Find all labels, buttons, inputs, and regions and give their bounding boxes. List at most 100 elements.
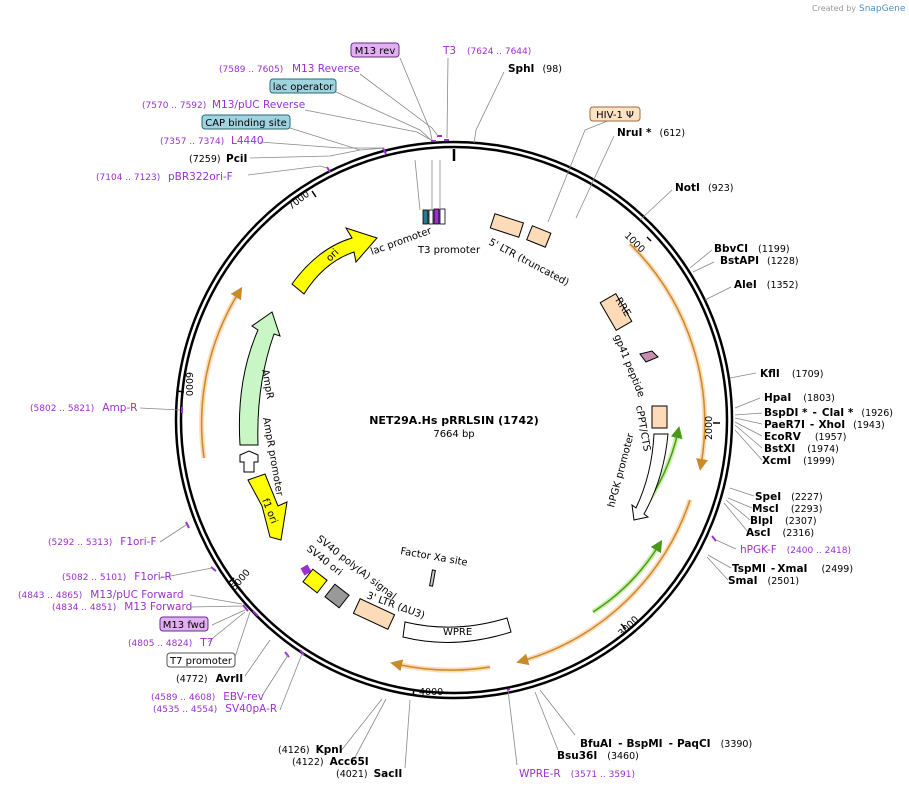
primer-f1ori-r[interactable]: (5082 .. 5101)F1ori-R [62,571,172,583]
m13-rev-text: M13 rev [355,46,396,57]
snapgene-logo: SnapGene [859,4,906,14]
primer-l4440[interactable]: L4440 [231,135,264,147]
enzyme-xcmi[interactable]: XcmI(1999) [762,455,835,467]
primer-m13-reverse[interactable]: M13 Reverse [292,63,360,75]
primer-hpgk-f[interactable]: hPGK-F(2400 .. 2418) [740,544,851,556]
enzyme-kpni[interactable]: (4126)KpnI [278,744,343,756]
enzyme-nrui[interactable]: NruI *(612) [617,127,685,139]
orf-arc-2-fill [521,499,693,664]
lac-operator-text: lac operator [273,82,334,93]
backbone-outer [174,140,734,700]
plasmid-name: NET29A.Hs pRRLSIN (1742) [369,414,539,427]
primer-m13puc-reverse[interactable]: M13/pUC Reverse [212,99,305,111]
m13-fwd-box[interactable]: M13 fwd [159,616,209,632]
hpgk-promoter-label: hPGK promoter [606,431,637,508]
primer-ebv-rev[interactable]: (4589 .. 4608)EBV-rev [151,691,264,703]
enzyme-asci[interactable]: AscI(2316) [746,527,814,539]
hiv-psi-feature[interactable] [526,225,552,248]
credit-text: Created by [812,4,856,13]
backbone-inner [179,145,729,695]
t3-promoter-label: T3 promoter [417,245,481,256]
hpgk-promoter-feature[interactable] [631,433,669,521]
primer-t7[interactable]: (4805 .. 4824)T7 [128,637,213,649]
t7-promoter-box[interactable]: T7 promoter [166,652,236,668]
ltr3-feature[interactable] [352,598,396,630]
orf-arc-4-fill [199,290,242,459]
primer-pbr322ori-f[interactable]: pBR322ori-F [168,171,233,183]
tick-2000: 2000 [704,416,715,440]
lac-promoter-block[interactable] [428,209,434,225]
enzyme-bsu36i[interactable]: Bsu36I(3460) [557,750,639,762]
ltr5-label: 5' LTR (truncated) [487,237,571,289]
primer-m13-reverse-pos: (7589 .. 7605) [219,65,283,75]
enzyme-alei[interactable]: AleI(1352) [734,279,798,291]
primer-l4440-pos: (7357 .. 7374) [160,137,224,147]
ltr5-feature[interactable] [489,213,525,238]
primer-t3-pos: (7624 .. 7644) [467,47,531,57]
cap-binding-box[interactable]: CAP binding site [201,114,291,130]
wpre-label: WPRE [443,627,472,638]
primer-amp-r[interactable]: (5802 .. 5821)Amp-R [30,402,137,414]
sv40-ori-feature[interactable] [302,568,328,594]
enzyme-ecorv[interactable]: EcoRV(1957) [764,431,846,443]
enzyme-blpi[interactable]: BlpI(2307) [750,515,817,527]
cap-binding-text: CAP binding site [205,118,287,129]
f1-ori-feature[interactable] [247,473,288,541]
enzyme-kfli[interactable]: KflI(1709) [760,368,823,380]
tick-7000: 7000 [286,189,312,213]
primer-f1ori-f[interactable]: (5292 .. 5313)F1ori-F [48,536,157,548]
enzyme-tspmi-xmai[interactable]: TspMI-XmaI(2499) [732,563,853,575]
enzyme-avrii[interactable]: (4772)AvrII [176,673,243,685]
cppt-label: cPPT/CTS [633,405,652,453]
sv40-polya-block[interactable] [300,564,312,576]
t3-block[interactable] [439,208,446,225]
factor-xa-label: Factor Xa site [399,546,468,569]
m13-rev-box[interactable]: M13 rev [350,42,400,58]
primer-m13puc-reverse-pos: (7570 .. 7592) [142,101,206,111]
enzyme-bbvci[interactable]: BbvCI(1199) [714,243,790,255]
tick-4000: 4000 [419,687,443,698]
lac-operator-box[interactable]: lac operator [269,78,337,94]
ampr-feature[interactable] [238,311,281,446]
primer-sv40pa-r[interactable]: (4535 .. 4554)SV40pA-R [153,703,277,715]
t7-promoter-text: T7 promoter [169,656,233,667]
primer-wpre-r[interactable]: WPRE-R(3571 .. 3591) [519,768,635,780]
hiv-psi-box[interactable]: HIV-1 Ψ [589,106,641,122]
primer-m13-forward[interactable]: (4834 .. 4851)M13 Forward [52,601,192,613]
enzyme-msci[interactable]: MscI(2293) [752,503,822,515]
gp41-feature[interactable] [639,350,659,363]
enzyme-paer7i-xhoi[interactable]: PaeR7I-XhoI(1943) [764,419,885,431]
ori-feature[interactable] [291,227,378,295]
enzyme-noti[interactable]: NotI(923) [675,182,733,194]
enzyme-spei[interactable]: SpeI(2227) [755,491,823,503]
enzyme-pcii-pos: (7259) [189,154,221,165]
enzyme-bfuai-bspmi-paqci[interactable]: BfuAI-BspMI-PaqCI(3390) [580,738,752,750]
enzyme-bspdi-clai[interactable]: BspDI *-ClaI *(1926) [764,407,893,419]
tick-marks [176,190,720,697]
orf-arc-4 [200,286,243,459]
hiv-psi-text: HIV-1 Ψ [596,110,634,121]
enzyme-bstapi[interactable]: BstAPI(1228) [720,255,799,267]
lac-operator-block[interactable] [422,209,429,225]
wpre-feature[interactable] [402,617,512,643]
factor-xa-feature[interactable] [429,569,436,587]
enzyme-bstxi[interactable]: BstXI(1974) [764,443,839,455]
orf-arc-2 [516,499,691,666]
enzyme-sacii[interactable]: (4021)SacII [336,768,402,780]
leader-lines [139,57,763,769]
orf-arc-3 [390,659,491,672]
sv40-grey-block[interactable] [324,583,350,609]
primer-m13puc-forward[interactable]: (4843 .. 4865)M13/pUC Forward [18,589,183,601]
m13-fwd-text: M13 fwd [163,620,205,631]
primer-t3[interactable]: T3 [442,45,456,57]
ampr-promoter-feature[interactable] [239,450,259,473]
rre-feature[interactable] [599,292,633,332]
enzyme-sphi[interactable]: SphI(98) [508,63,562,75]
enzyme-pcii[interactable]: PciI [226,153,247,165]
m13rev-block[interactable] [433,208,440,225]
enzyme-smai[interactable]: SmaI(2501) [728,575,799,587]
enzyme-acc65i[interactable]: (4122)Acc65I [292,756,369,768]
enzyme-hpai[interactable]: HpaI(1803) [764,392,835,404]
cppt-feature[interactable] [651,405,668,429]
